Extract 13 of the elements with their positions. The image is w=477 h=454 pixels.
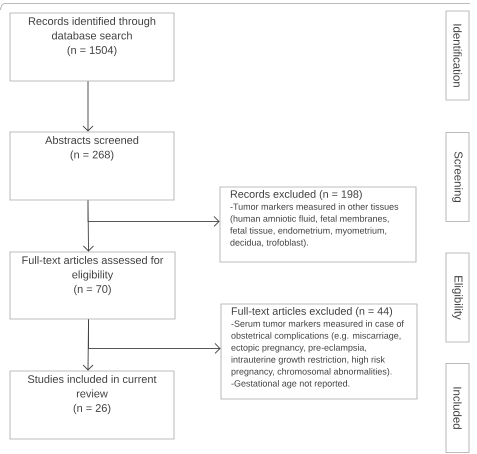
arrow	[88, 318, 221, 354]
arrow	[82, 80, 94, 132]
exclusion-box: Full-text articles excluded (n = 44) -Serum tumor markers measured in case of obstetrical complications (e.g. miscarriage, ectopic pregnancy, pre-eclampsia, intrauterine growth restriction, high risk pregnancy, chromosomal abnormalities). -Gestational age not reported.	[220, 304, 418, 400]
stage-label-box: Eligibility	[446, 252, 470, 342]
process-box: Abstracts screened (n = 268)	[10, 132, 174, 200]
process-box: Full-text articles assessed for eligibility (n = 70)	[10, 252, 176, 320]
stage-label-box: Screening	[446, 132, 470, 222]
process-box: Records identified through database search (n = 1504)	[10, 12, 174, 82]
arrow	[88, 200, 220, 227]
stage-label-box: Identification	[446, 10, 470, 100]
stage-label-box: Included	[446, 363, 470, 453]
process-box: Studies included in current review (n = 26)	[10, 370, 174, 440]
exclusion-box: Records excluded (n = 198) -Tumor markers measured in other tissues (human amniotic fluid, fetal membranes, fetal tissue, endometrium, myometrium, decidua, trofoblast).	[220, 186, 416, 262]
